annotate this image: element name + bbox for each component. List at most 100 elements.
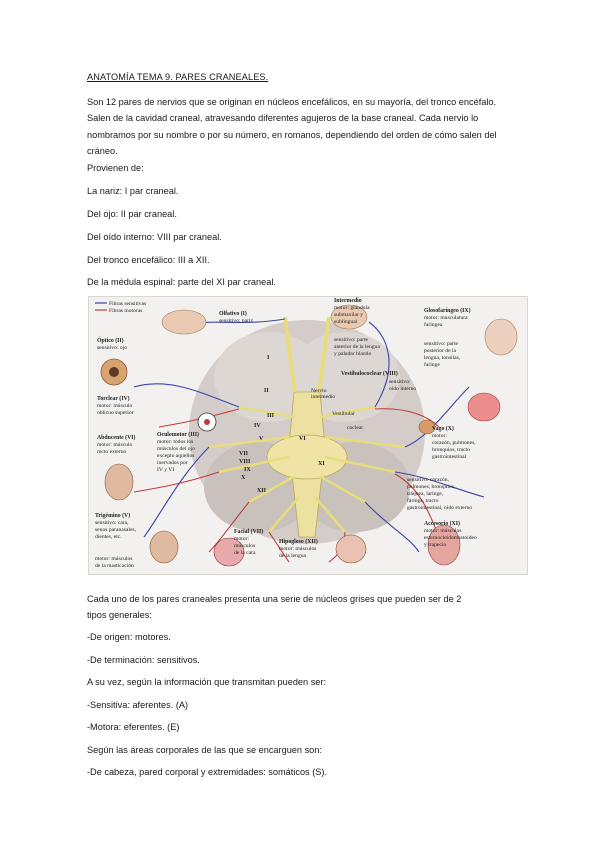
svg-text:coclear: coclear xyxy=(347,425,363,431)
svg-text:motor: todos los: motor: todos los xyxy=(157,439,193,445)
head-jaw-illustration xyxy=(149,530,179,564)
facial-muscles-illustration xyxy=(213,537,245,567)
svg-text:sensitivo:: sensitivo: xyxy=(389,379,411,385)
svg-text:anterior de la lengua: anterior de la lengua xyxy=(334,344,380,350)
label-olfativo: Olfativo (I) xyxy=(219,310,247,317)
svg-text:dientes, etc.: dientes, etc. xyxy=(95,534,122,540)
svg-text:motor: músculo: motor: músculo xyxy=(97,403,132,409)
svg-text:motor: músculos: motor: músculos xyxy=(424,528,461,534)
svg-text:y paladar blando: y paladar blando xyxy=(334,351,371,357)
body-line: -De origen: motores. xyxy=(87,632,171,642)
svg-text:músculos del ojo: músculos del ojo xyxy=(157,446,195,452)
numeral-ix: IX xyxy=(244,467,251,473)
svg-text:posterior de la: posterior de la xyxy=(424,348,457,354)
svg-text:tráquea, laringe,: tráquea, laringe, xyxy=(407,491,444,497)
svg-text:IV y VI: IV y VI xyxy=(157,467,174,473)
intro-paragraph: Son 12 pares de nervios que se originan … xyxy=(87,97,497,157)
neck-muscles-illustration xyxy=(427,524,461,566)
svg-text:motor: músculos: motor: músculos xyxy=(279,546,316,552)
origins-heading: Provienen de: xyxy=(87,163,144,173)
svg-text:motor: músculos: motor: músculos xyxy=(95,556,132,562)
face-illustration xyxy=(104,463,134,501)
numeral-vii: VII xyxy=(239,451,249,457)
numeral-ii: II xyxy=(264,388,269,394)
numeral-xi: XI xyxy=(318,461,325,467)
numeral-i: I xyxy=(267,355,270,361)
svg-text:sensitivo: nariz: sensitivo: nariz xyxy=(219,318,254,324)
numeral-x: X xyxy=(241,475,246,481)
body-line: -Sensitiva: aferentes. (A) xyxy=(87,700,189,710)
legend-sensory: Fibras sensitivas xyxy=(109,301,146,307)
label-optico: Óptico (II) xyxy=(97,336,124,344)
page-title: ANATOMÍA TEMA 9. PARES CRANEALES. xyxy=(87,72,269,82)
label-intermedio: Intermedio xyxy=(334,298,362,304)
svg-text:senos paranasales,: senos paranasales, xyxy=(95,527,137,533)
svg-text:motor: musculatura: motor: musculatura xyxy=(424,315,468,321)
svg-text:motor:: motor: xyxy=(432,433,447,439)
tongue-illustration xyxy=(330,304,368,330)
label-oculomotor: Oculomotor (III) xyxy=(157,431,199,438)
legend-motor: Fibras motoras xyxy=(109,308,142,314)
svg-text:gastrointestinal, oído externo: gastrointestinal, oído externo xyxy=(407,505,472,511)
numeral-vi: VI xyxy=(299,436,306,442)
svg-text:de la cara: de la cara xyxy=(234,550,256,556)
svg-text:de la lengua: de la lengua xyxy=(279,553,307,559)
origin-item: Del ojo: II par craneal. xyxy=(87,209,177,219)
svg-text:Vestibular: Vestibular xyxy=(332,411,355,417)
svg-text:motor:: motor: xyxy=(234,536,249,542)
label-glosofaringeo: Glosofaríngeo (IX) xyxy=(424,307,471,314)
svg-text:sensitivo: corazón,: sensitivo: corazón, xyxy=(407,477,450,483)
svg-text:sensitivo: parte: sensitivo: parte xyxy=(424,341,459,347)
label-hipogloso: Hipogloso (XII) xyxy=(279,538,318,545)
svg-text:oblicuo superior: oblicuo superior xyxy=(97,410,134,416)
svg-text:lengua, tonsilas,: lengua, tonsilas, xyxy=(424,355,461,361)
svg-text:y trapecio: y trapecio xyxy=(424,542,446,548)
numeral-iv: IV xyxy=(254,423,261,429)
ear-illustration xyxy=(418,419,436,435)
svg-text:corazón, pulmones,: corazón, pulmones, xyxy=(432,440,476,446)
body-line: tipos generales: xyxy=(87,610,152,620)
label-accesorio: Accesorio (XI) xyxy=(424,520,460,527)
tongue-muscles-illustration xyxy=(335,534,367,564)
body-line: -Motora: eferentes. (E) xyxy=(87,722,180,732)
numeral-xii: XII xyxy=(257,488,267,494)
svg-text:motor: músculo: motor: músculo xyxy=(97,442,132,448)
svg-text:músculos: músculos xyxy=(234,543,255,549)
label-facial: Facial (VII) xyxy=(234,528,263,535)
heart-lungs-illustration xyxy=(467,392,501,422)
svg-text:inervados por: inervados por xyxy=(157,460,188,466)
body-line: -De terminación: sensitivos. xyxy=(87,655,200,665)
label-vago: Vago (X) xyxy=(432,425,454,432)
svg-text:faringea: faringea xyxy=(424,321,443,328)
svg-text:de la masticación: de la masticación xyxy=(95,563,134,569)
label-vestibulococlear: Vestibulococlear (VIII) xyxy=(341,370,398,377)
svg-text:faringe, tracto: faringe, tracto xyxy=(407,497,439,504)
numeral-viii: VIII xyxy=(239,459,251,465)
body-line: Según las áreas corporales de las que se… xyxy=(87,745,322,755)
svg-text:excepto aquellos: excepto aquellos xyxy=(157,453,194,459)
svg-text:oído interno: oído interno xyxy=(389,386,416,392)
svg-text:sensitivo: cara,: sensitivo: cara, xyxy=(95,520,129,526)
svg-text:sensitivo: ojo: sensitivo: ojo xyxy=(97,345,127,351)
origin-item: De la médula espinal: parte del XI par c… xyxy=(87,277,276,287)
svg-text:sublingual: sublingual xyxy=(334,319,358,325)
body-line: A su vez, según la información que trans… xyxy=(87,677,327,687)
origin-item: Del tronco encefálico: III a XII. xyxy=(87,255,210,265)
svg-text:submaxilar y: submaxilar y xyxy=(334,312,363,318)
cranial-nerves-figure: Fibras sensitivas Fibras motoras Olfativ… xyxy=(88,296,528,575)
svg-text:bronquios, tracto: bronquios, tracto xyxy=(432,447,470,453)
label-abducente: Abducente (VI) xyxy=(97,434,136,441)
label-nervio-intermedio: Nervio xyxy=(311,388,327,394)
svg-text:faringe: faringe xyxy=(424,361,440,368)
svg-text:gastrointestinal: gastrointestinal xyxy=(432,454,467,460)
origin-item: Del oído interno: VIII par craneal. xyxy=(87,232,222,242)
throat-illustration xyxy=(484,318,518,356)
svg-text:recto externo: recto externo xyxy=(97,449,127,455)
svg-text:esternocleidomastoideo: esternocleidomastoideo xyxy=(424,535,477,541)
nose-illustration xyxy=(161,309,207,335)
svg-text:intermedio: intermedio xyxy=(311,394,335,400)
body-line: -De cabeza, pared corporal y extremidade… xyxy=(87,767,327,777)
svg-text:motor: glándula: motor: glándula xyxy=(334,305,370,311)
label-troclear: Torclear (IV) xyxy=(97,395,130,402)
